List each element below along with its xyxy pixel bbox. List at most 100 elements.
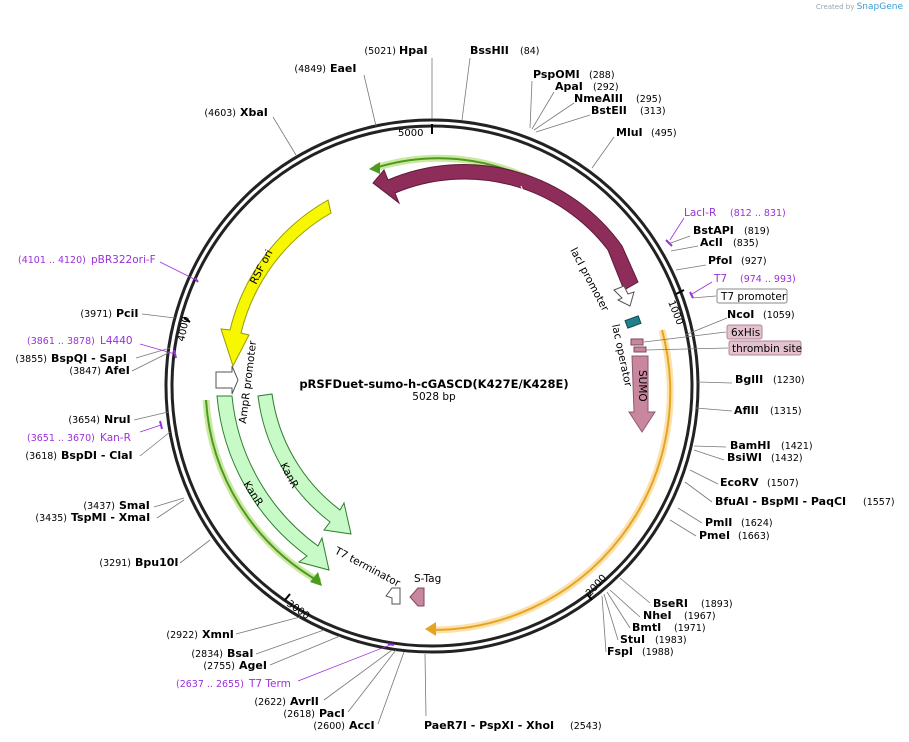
primer-range: (4101 .. 4120) <box>18 255 86 266</box>
site-pos: (5021) <box>364 46 396 57</box>
site-pos: (2922) <box>166 630 198 641</box>
site-pos: (3971) <box>80 309 112 320</box>
site-name: NmeAIII <box>574 92 623 105</box>
tick-mark-3000 <box>284 593 291 601</box>
site-name: BstAPI <box>693 224 734 237</box>
site-name: StuI <box>620 633 645 646</box>
site-pos: (4603) <box>204 108 236 119</box>
tick-mark-1000 <box>675 289 685 295</box>
site-name: PciI <box>116 307 138 320</box>
site-name: BfuAI - BspMI - PaqCI <box>715 495 846 508</box>
lacI-arrow <box>372 164 639 291</box>
tick-label-5000: 5000 <box>398 128 423 139</box>
site-pos: (1988) <box>642 647 674 658</box>
boxed-feature-t7-promoter: T7 promoter <box>691 288 788 304</box>
site-pos: (2622) <box>254 697 286 708</box>
svg-text:6xHis: 6xHis <box>731 327 760 339</box>
site-pos: (2543) <box>570 721 602 732</box>
site-name: BstEII <box>591 104 627 117</box>
site-name: MluI <box>616 126 643 139</box>
site-name: ApaI <box>555 80 583 93</box>
site-name: PaeR7I - PspXI - XhoI <box>424 719 554 732</box>
site-name: NruI <box>104 413 131 426</box>
site-pos: (819) <box>744 226 770 237</box>
tick-mark-4000 <box>183 317 191 323</box>
site-pos: (1421) <box>781 441 813 452</box>
site-name: TspMI - XmaI <box>71 511 150 524</box>
site-pos: (2755) <box>203 661 235 672</box>
ampr-promoter-arrow <box>215 365 239 395</box>
plasmid-length: 5028 bp <box>412 391 456 403</box>
site-name: BglII <box>735 373 763 386</box>
site-pos: (1893) <box>701 599 733 610</box>
site-name: EcoRV <box>720 476 759 489</box>
site-name: PmeI <box>699 529 730 542</box>
svg-text:T7 promoter: T7 promoter <box>720 291 787 303</box>
site-pos: (84) <box>520 46 540 57</box>
site-pos: (3435) <box>35 513 67 524</box>
site-name: PspOMI <box>533 68 580 81</box>
sumo-orf-head <box>425 622 436 636</box>
site-pos: (288) <box>589 70 615 81</box>
site-pos: (1315) <box>770 406 802 417</box>
site-pos: (3847) <box>69 366 101 377</box>
credit-prefix: Created by <box>815 3 855 11</box>
primer-name: L4440 <box>100 335 133 347</box>
feature-label-lac-operator: lac operator <box>609 323 634 388</box>
primer-name: T7 <box>713 273 727 285</box>
site-labels: (5021) HpaI BssHII (84) (4849) EaeI PspO… <box>15 44 894 732</box>
feature-label-t7-terminator: T7 terminator <box>332 545 403 590</box>
thrombin-box <box>633 346 647 353</box>
primer-mark-lacI-R <box>665 239 673 247</box>
site-name: BsiWI <box>727 451 762 464</box>
site-pos: (1967) <box>684 611 716 622</box>
site-name: PmlI <box>705 516 732 529</box>
sumo-orf-line <box>431 329 672 631</box>
site-name: AvrII <box>290 695 319 708</box>
site-name: BsaI <box>227 647 253 660</box>
site-name: AgeI <box>239 659 267 672</box>
tick-label-3000: 3000 <box>284 598 311 622</box>
site-pos: (4849) <box>294 64 326 75</box>
site-name: PfoI <box>708 254 733 267</box>
backbone-outer <box>164 118 700 654</box>
site-name: FspI <box>607 645 633 658</box>
svg-text:thrombin site: thrombin site <box>732 343 802 355</box>
site-name: Bpu10I <box>135 556 179 569</box>
kanr-orf-line <box>205 399 321 583</box>
site-pos: (3654) <box>68 415 100 426</box>
ori-arrow <box>220 199 332 368</box>
site-name: BmtI <box>632 621 661 634</box>
lacI-orf-head <box>369 162 380 174</box>
sumo-arrow <box>628 355 656 433</box>
site-name: NcoI <box>727 308 754 321</box>
snapgene-credit: Created by SnapGene <box>816 2 903 12</box>
site-name: BssHII <box>470 44 509 57</box>
site-pos: (927) <box>741 256 767 267</box>
site-pos: (1230) <box>773 375 805 386</box>
site-pos: (3618) <box>25 451 57 462</box>
kanr-orf-head <box>310 572 322 586</box>
site-name: BspQI - SapI <box>51 352 127 365</box>
primer-name: T7 Term <box>248 678 291 690</box>
primer-name: Kan-R <box>100 432 131 444</box>
primer-range: (3861 .. 3878) <box>27 336 95 347</box>
primer-mark-T7 <box>689 291 694 299</box>
site-name: AflII <box>734 404 759 417</box>
site-pos: (1663) <box>738 531 770 542</box>
tick-mark-2000 <box>586 593 593 601</box>
site-pos: (1983) <box>655 635 687 646</box>
site-pos: (2600) <box>313 721 345 732</box>
site-pos: (1971) <box>674 623 706 634</box>
primer-mark-ori <box>194 277 199 283</box>
his-tag-box <box>630 338 644 346</box>
site-pos: (495) <box>651 128 677 139</box>
primer-range: (974 .. 993) <box>740 274 796 285</box>
site-name: PacI <box>319 707 345 720</box>
site-pos: (295) <box>636 94 662 105</box>
primer-labels: LacI-R (812 .. 831) T7 (974 .. 993) (410… <box>18 207 796 690</box>
site-name: AccI <box>349 719 375 732</box>
plasmid-name: pRSFDuet-sumo-h-cGASCD(K427E/K428E) <box>299 377 568 391</box>
laci-promoter-arrow <box>613 285 635 307</box>
site-name: AclI <box>700 236 723 249</box>
